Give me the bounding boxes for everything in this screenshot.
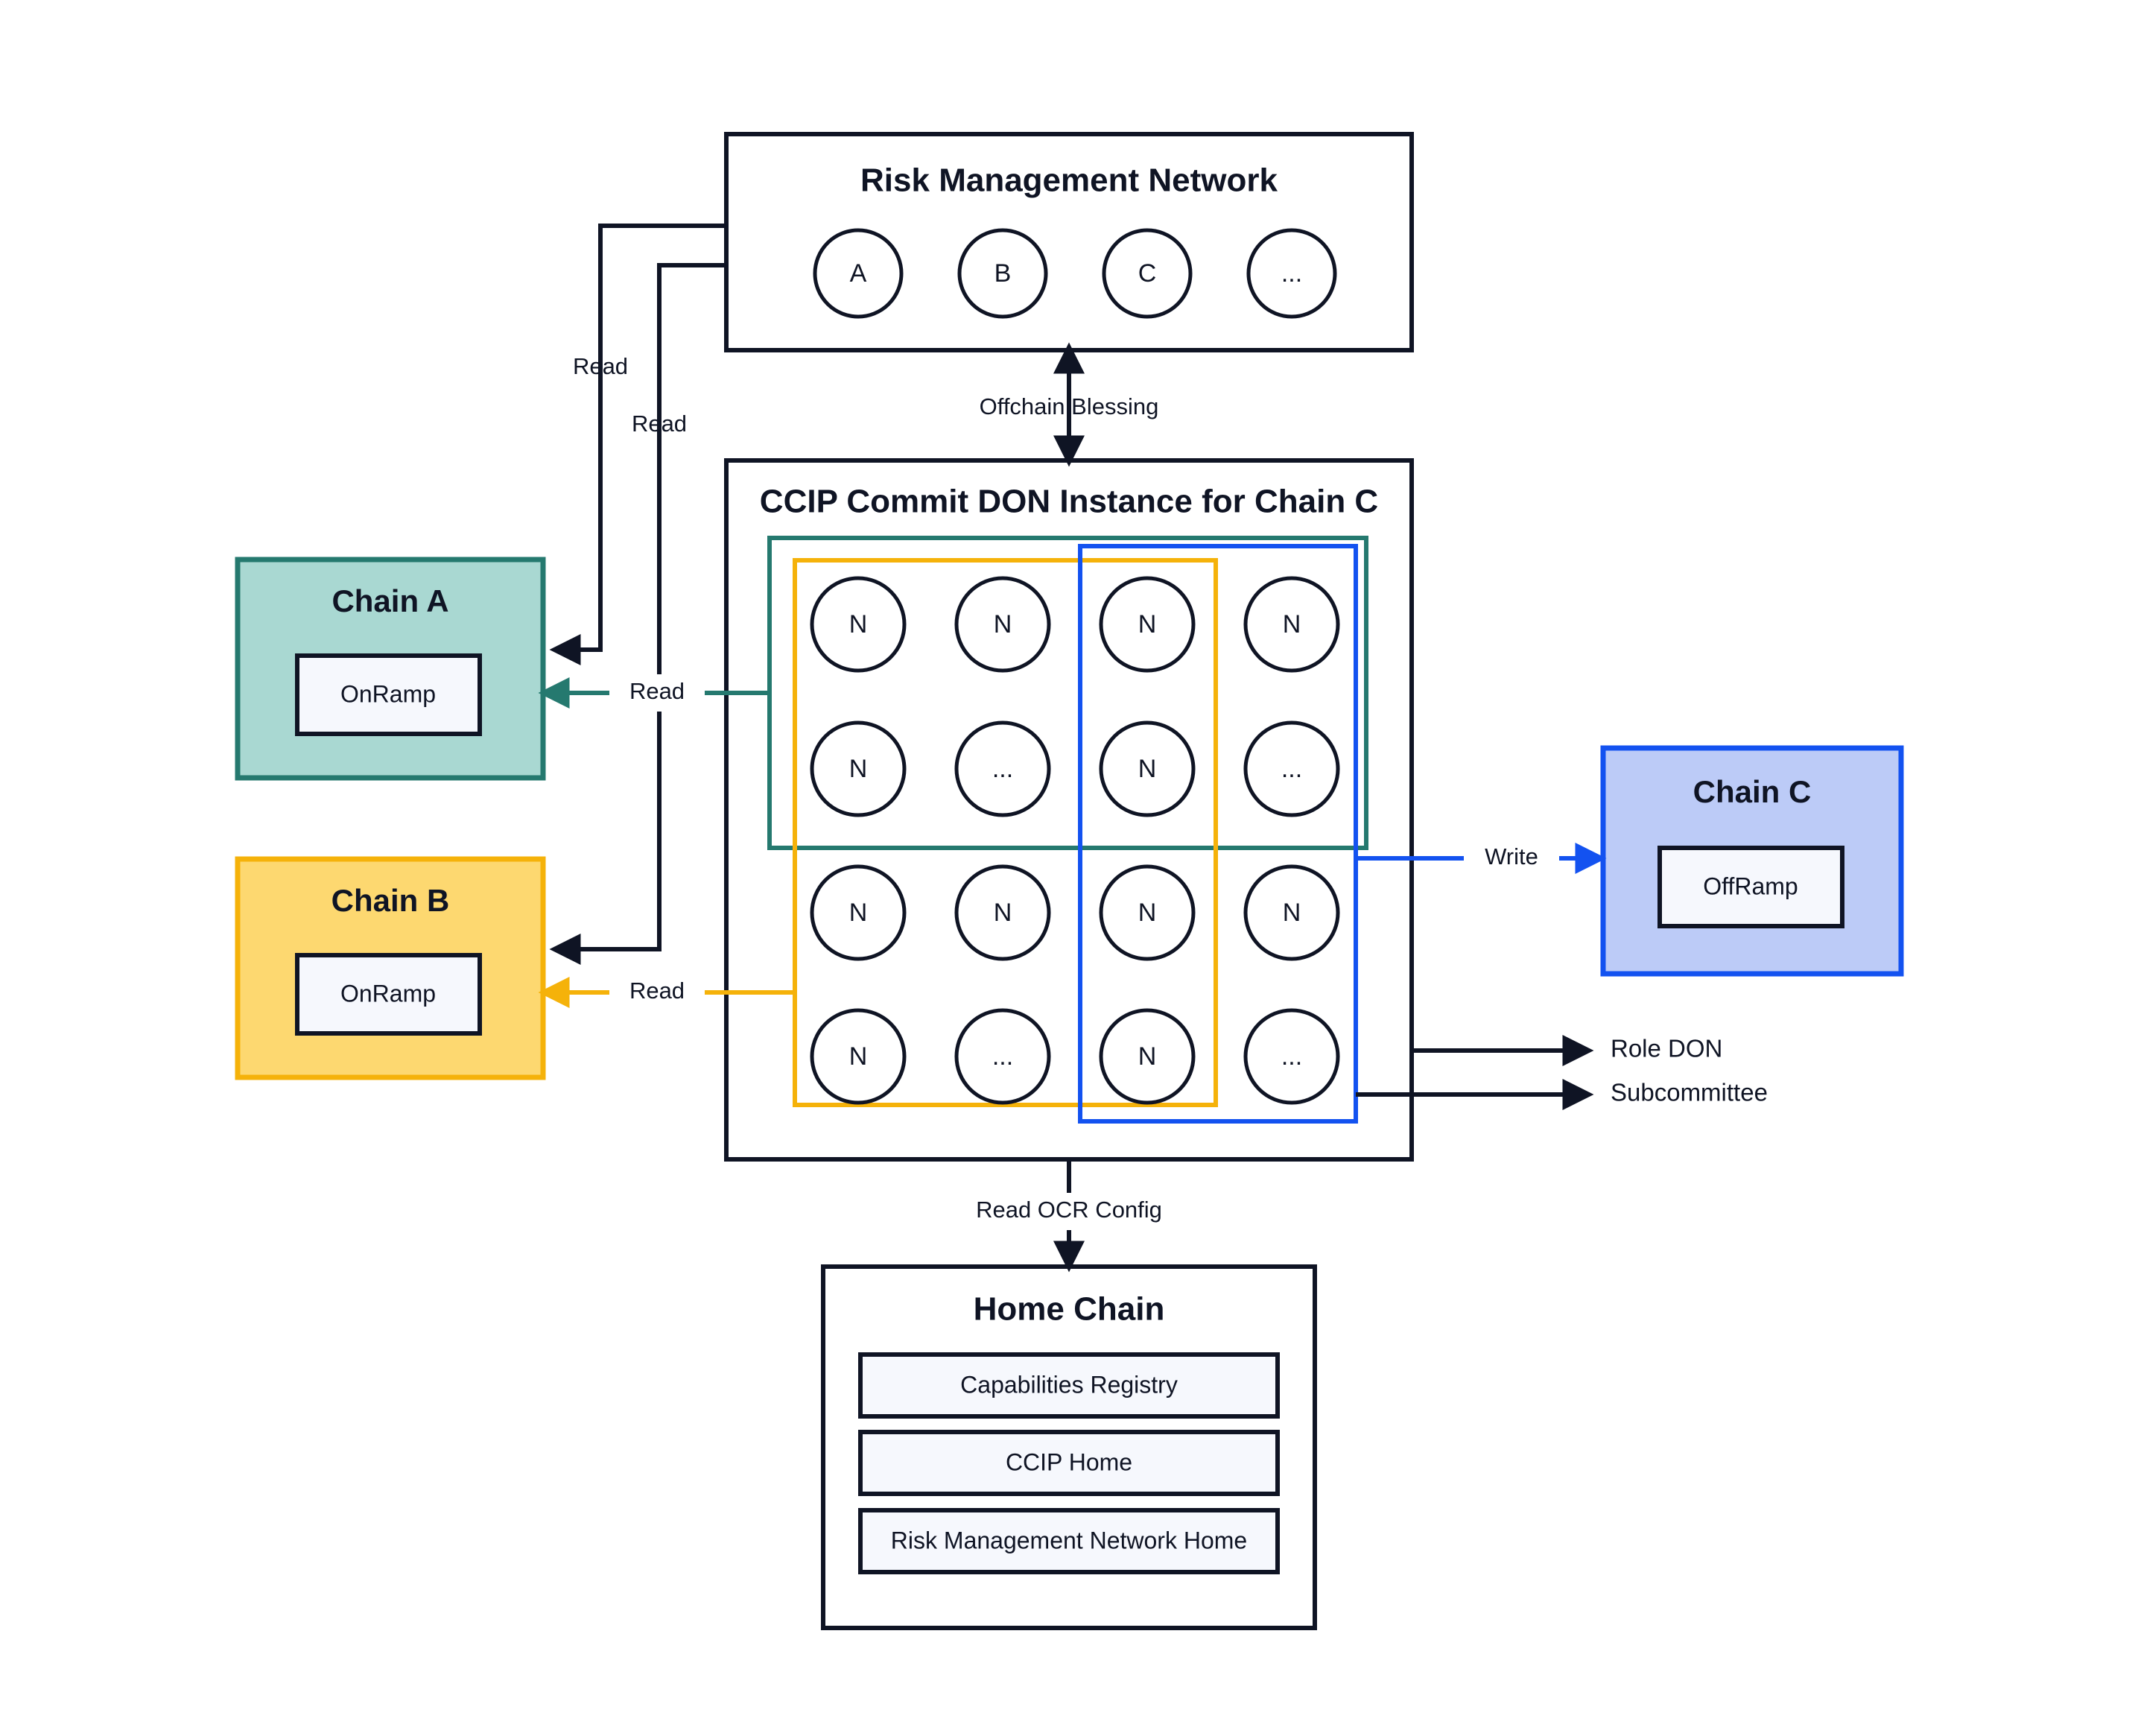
edge-label-backdrop <box>1464 840 1559 877</box>
don-node-circle <box>1099 576 1196 673</box>
edge-rmn-read-chain-a-label: Read <box>573 353 628 379</box>
rmn-title: Risk Management Network <box>860 162 1278 199</box>
edge-offchain-blessing: Offchain Blessing <box>980 342 1159 467</box>
rmn-node-label: C <box>1138 259 1157 288</box>
don-node-circle <box>954 576 1051 673</box>
don-node-circle <box>1243 576 1340 673</box>
home-chain-item-label: Risk Management Network Home <box>891 1527 1247 1553</box>
chain-a-onramp-box <box>295 653 482 736</box>
don-node-label: N <box>849 1042 868 1071</box>
chain-b-onramp-label: OnRamp <box>340 980 436 1007</box>
edge-read-ocr-config: Read OCR Config <box>961 1159 1178 1273</box>
don-node-label: N <box>994 899 1012 927</box>
rmn-node-circle <box>1246 228 1337 319</box>
don-node-label: N <box>1138 899 1157 927</box>
rmn-node-label: A <box>850 259 867 288</box>
edge-don-read-chain-b-label: Read <box>629 978 685 1004</box>
don-node-circle <box>1243 720 1340 817</box>
don-node-circle <box>954 1008 1051 1105</box>
risk-management-network-box: Risk Management Network A B C ... <box>724 132 1414 352</box>
don-node-circle <box>810 720 907 817</box>
edge-rmn-read-chain-a-path <box>549 224 726 665</box>
chain-b-box: Chain B OnRamp <box>235 856 546 1080</box>
don-node-circle <box>1099 1008 1196 1105</box>
chain-c-title: Chain C <box>1693 774 1812 809</box>
rmn-node-label: B <box>994 259 1012 288</box>
edge-rmn-read-chain-a: Read <box>549 224 726 665</box>
don-node-circle <box>1243 864 1340 961</box>
chain-c-offramp-box <box>1657 846 1844 928</box>
edge-subcommittee: Subcommittee <box>1356 1079 1768 1110</box>
edge-write-chain-c: Write <box>1356 840 1607 877</box>
don-node-label: ... <box>992 755 1013 783</box>
commit-don-box: CCIP Commit DON Instance for Chain C N N… <box>724 458 1414 1162</box>
edge-rmn-read-chain-b-label: Read <box>632 411 687 437</box>
chain-c-offramp-label: OffRamp <box>1703 872 1798 899</box>
home-chain-item-label: Capabilities Registry <box>960 1371 1178 1398</box>
edge-label-backdrop <box>609 974 705 1011</box>
don-node-circle <box>810 1008 907 1105</box>
don-node-label: N <box>849 899 868 927</box>
edge-rmn-read-chain-b: Read <box>549 263 726 965</box>
blue-group-rect <box>1078 544 1358 1124</box>
chain-b-onramp-box <box>295 953 482 1036</box>
rmn-node-circle <box>813 228 904 319</box>
home-chain-box: Home Chain Capabilities Registry CCIP Ho… <box>821 1264 1317 1630</box>
don-node-label: N <box>849 755 868 783</box>
don-node-label: ... <box>1281 1042 1302 1071</box>
role-don-label: Role DON <box>1611 1035 1722 1062</box>
don-node-circle <box>1243 1008 1340 1105</box>
edge-read-ocr-config-label: Read OCR Config <box>976 1197 1162 1223</box>
commit-don-title: CCIP Commit DON Instance for Chain C <box>760 484 1378 520</box>
don-node-label: N <box>994 610 1012 639</box>
don-node-circle <box>810 864 907 961</box>
rmn-node-label: ... <box>1281 259 1302 288</box>
don-node-label: N <box>1138 1042 1157 1071</box>
don-node-label: ... <box>992 1042 1013 1071</box>
chain-a-box: Chain A OnRamp <box>235 557 546 781</box>
chain-a-title: Chain A <box>331 583 448 618</box>
don-node-label: N <box>1138 755 1157 783</box>
yellow-group-rect <box>793 558 1218 1107</box>
don-node-circle <box>1099 864 1196 961</box>
home-chain-item-box <box>858 1508 1280 1574</box>
edge-offchain-blessing-label: Offchain Blessing <box>980 393 1159 419</box>
don-node-circle <box>954 720 1051 817</box>
edge-don-read-chain-b: Read <box>538 974 795 1011</box>
don-node-label: N <box>1283 610 1301 639</box>
home-chain-item-box <box>858 1430 1280 1496</box>
don-node-label: N <box>849 610 868 639</box>
don-node-label: N <box>1283 899 1301 927</box>
don-node-circle <box>810 576 907 673</box>
edge-role-don: Role DON <box>1412 1035 1722 1066</box>
don-node-label: N <box>1138 610 1157 639</box>
commit-don-node-grid: N N N N N ... N ... N N N N <box>810 576 1340 1105</box>
edge-label-backdrop <box>961 1193 1178 1230</box>
rmn-node-circle <box>957 228 1048 319</box>
rmn-node-circle <box>1102 228 1193 319</box>
home-chain-item-box <box>858 1352 1280 1419</box>
edge-write-chain-c-label: Write <box>1485 843 1538 869</box>
rmn-node-row: A B C ... <box>813 228 1337 319</box>
home-chain-item-label: CCIP Home <box>1006 1448 1132 1475</box>
chain-b-title: Chain B <box>331 883 450 918</box>
edge-label-backdrop <box>609 674 705 712</box>
chain-c-box: Chain C OffRamp <box>1600 745 1904 977</box>
edge-don-read-chain-a: Read <box>538 674 770 712</box>
edge-rmn-read-chain-b-path <box>549 263 726 965</box>
subcommittee-label: Subcommittee <box>1611 1079 1768 1106</box>
edge-don-read-chain-a-label: Read <box>629 678 685 704</box>
don-node-label: ... <box>1281 755 1302 783</box>
don-node-circle <box>954 864 1051 961</box>
don-node-circle <box>1099 720 1196 817</box>
home-chain-title: Home Chain <box>974 1291 1165 1328</box>
chain-a-onramp-label: OnRamp <box>340 680 436 707</box>
